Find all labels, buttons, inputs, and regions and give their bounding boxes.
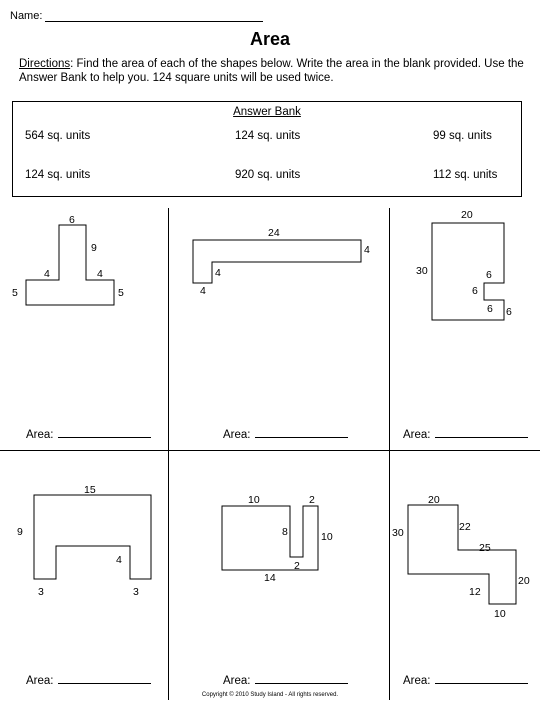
area-label: Area: (223, 429, 251, 441)
area-blank[interactable] (57, 673, 151, 684)
area-answer-5[interactable]: Area: (223, 673, 348, 687)
area-blank[interactable] (434, 427, 528, 438)
answer-bank-title: Answer Bank (233, 106, 301, 118)
shape-6-label: 12 (469, 586, 481, 598)
area-blank[interactable] (434, 673, 528, 684)
area-label: Area: (403, 675, 431, 687)
shape-6-label: 22 (459, 521, 471, 533)
shape-3-label: 20 (461, 209, 473, 221)
directions: Directions: Find the area of each of the… (19, 57, 529, 85)
shape-1-label: 5 (118, 287, 124, 299)
area-answer-6[interactable]: Area: (403, 673, 528, 687)
shape-2-label: 4 (364, 244, 370, 256)
grid-divider (168, 208, 169, 700)
shape-3-label: 6 (506, 306, 512, 318)
shape-6-label: 25 (479, 542, 491, 554)
shape-5-label: 10 (248, 494, 260, 506)
page-title: Area (249, 29, 291, 49)
directions-text: : Find the area of each of the shapes be… (19, 58, 524, 84)
shape-5-label: 2 (294, 560, 300, 572)
area-blank[interactable] (254, 673, 348, 684)
shape-1-label: 5 (12, 287, 18, 299)
shape-3-label: 6 (472, 285, 478, 297)
shape-3 (431, 222, 505, 321)
area-answer-3[interactable]: Area: (403, 427, 528, 441)
shape-2 (192, 239, 362, 284)
answer-bank-item: 920 sq. units (235, 169, 301, 181)
shape-5-label: 8 (282, 526, 288, 538)
name-label: Name: (10, 10, 43, 22)
shape-5-label: 2 (309, 494, 315, 506)
shape-2-label: 4 (215, 267, 221, 279)
answer-bank: Answer Bank 564 sq. units 124 sq. units … (12, 101, 522, 197)
shape-5-label: 10 (321, 531, 333, 543)
name-field: Name: (10, 10, 264, 22)
area-label: Area: (26, 675, 54, 687)
shape-1-label: 6 (69, 214, 75, 226)
shape-4-label: 4 (116, 554, 122, 566)
shape-6-label: 30 (392, 527, 404, 539)
shape-6-label: 20 (518, 575, 530, 587)
grid-divider (389, 208, 390, 700)
shape-5 (221, 505, 319, 571)
area-blank[interactable] (254, 427, 348, 438)
shape-4-label: 9 (17, 526, 23, 538)
shape-1-label: 4 (97, 268, 103, 280)
area-answer-1[interactable]: Area: (26, 427, 151, 441)
shape-6-label: 20 (428, 494, 440, 506)
answer-bank-item: 112 sq. units (433, 169, 498, 181)
shape-3-label: 6 (486, 269, 492, 281)
area-label: Area: (223, 675, 251, 687)
area-blank[interactable] (57, 427, 151, 438)
shape-1-label: 9 (91, 242, 97, 254)
shape-6 (407, 504, 517, 605)
shape-2-label: 4 (200, 285, 206, 297)
answer-bank-item: 564 sq. units (25, 130, 91, 142)
shape-6-label: 10 (494, 608, 506, 620)
shape-5-label: 14 (264, 572, 276, 584)
shape-4-label: 3 (38, 586, 44, 598)
area-label: Area: (26, 429, 54, 441)
shape-1 (25, 224, 115, 306)
shape-4-label: 3 (133, 586, 139, 598)
shape-2-label: 24 (268, 227, 280, 239)
directions-label: Directions (19, 58, 71, 70)
area-answer-4[interactable]: Area: (26, 673, 151, 687)
shape-3-label: 30 (416, 265, 428, 277)
answer-bank-item: 124 sq. units (235, 130, 301, 142)
copyright: Copyright © 2010 Study Island - All righ… (201, 692, 339, 698)
area-answer-2[interactable]: Area: (223, 427, 348, 441)
answer-bank-item: 124 sq. units (25, 169, 91, 181)
area-label: Area: (403, 429, 431, 441)
grid-divider (0, 450, 540, 451)
name-blank[interactable] (45, 10, 264, 22)
answer-bank-item: 99 sq. units (433, 130, 492, 142)
shape-4 (33, 494, 152, 580)
shape-4-label: 15 (84, 484, 96, 496)
shape-3-label: 6 (487, 303, 493, 315)
shape-1-label: 4 (44, 268, 50, 280)
